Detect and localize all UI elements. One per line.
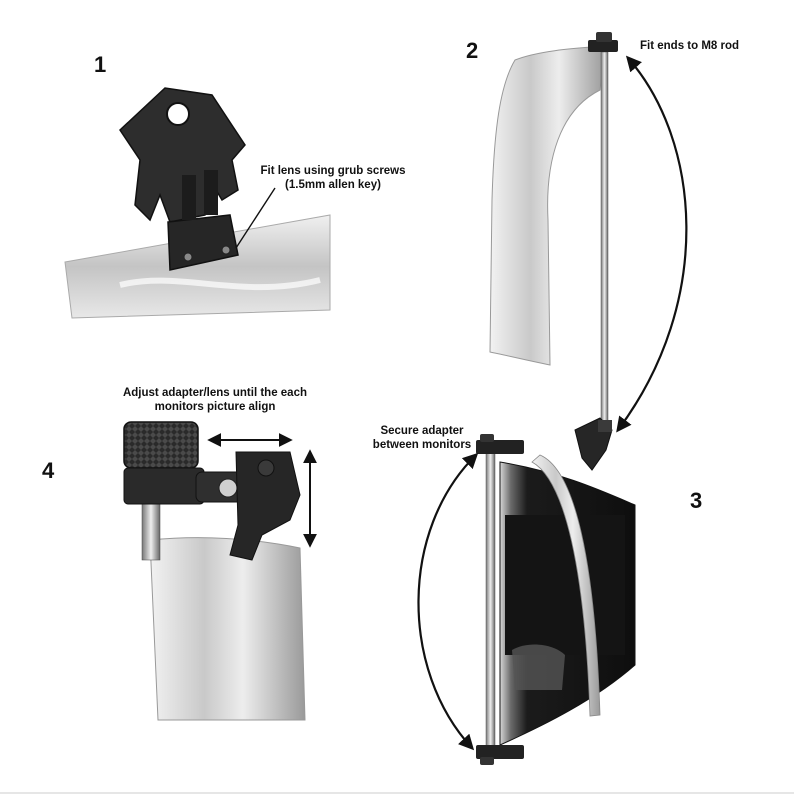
- m8-rod: [600, 51, 609, 431]
- step3-caption-line1: Secure adapter: [380, 425, 464, 437]
- step1-pointer-line: [235, 187, 276, 249]
- m8-rod: [485, 449, 496, 751]
- grub-screw-icon: [183, 252, 193, 262]
- step-number-1: 1: [94, 52, 107, 77]
- step3-lens-strip: [531, 454, 601, 717]
- step4-caption-line1: Adjust adapter/lens until the each: [122, 387, 308, 399]
- clamp-block: [123, 467, 205, 505]
- knurled-knob-icon: [123, 421, 199, 469]
- step2-illustration: [489, 32, 688, 471]
- step2-arrow: [616, 55, 688, 433]
- step2-caption: Fit ends to M8 rod: [640, 39, 739, 53]
- step1-caption-line2: (1.5mm allen key): [285, 179, 381, 191]
- step1-adapter-bracket: [119, 87, 246, 271]
- step4-lens-sheet: [149, 537, 306, 721]
- step2-caption-line1: Fit ends to M8 rod: [640, 40, 740, 52]
- rod-end-bottom: [476, 745, 524, 765]
- step3-caption-line2: between monitors: [372, 439, 472, 451]
- step1-lens-sheet: [64, 214, 331, 319]
- step4-illustration: [123, 421, 317, 721]
- step-number-4: 4: [42, 458, 55, 483]
- step-number-2: 2: [466, 38, 479, 63]
- step3-illustration: [417, 434, 636, 765]
- step4-caption: Adjust adapter/lens until the each monit…: [100, 386, 330, 414]
- threaded-bolt: [141, 499, 161, 561]
- step3-caption: Secure adapter between monitors: [352, 424, 492, 452]
- step4-caption-line2: monitors picture align: [154, 401, 276, 413]
- rod-end-top: [476, 434, 524, 454]
- step1-caption: Fit lens using grub screws (1.5mm allen …: [248, 164, 418, 192]
- rod-end-bottom: [574, 417, 613, 471]
- step2-lens-sheet: [489, 45, 606, 366]
- mount-hole-icon: [166, 102, 190, 126]
- step3-arrow: [417, 452, 479, 751]
- step1-caption-line1: Fit lens using grub screws: [260, 165, 406, 177]
- step-number-3: 3: [690, 488, 703, 513]
- rod-end-top: [588, 32, 618, 52]
- step1-illustration: [64, 87, 331, 319]
- grub-screw-icon: [221, 245, 231, 255]
- adapter-joint: [195, 451, 301, 561]
